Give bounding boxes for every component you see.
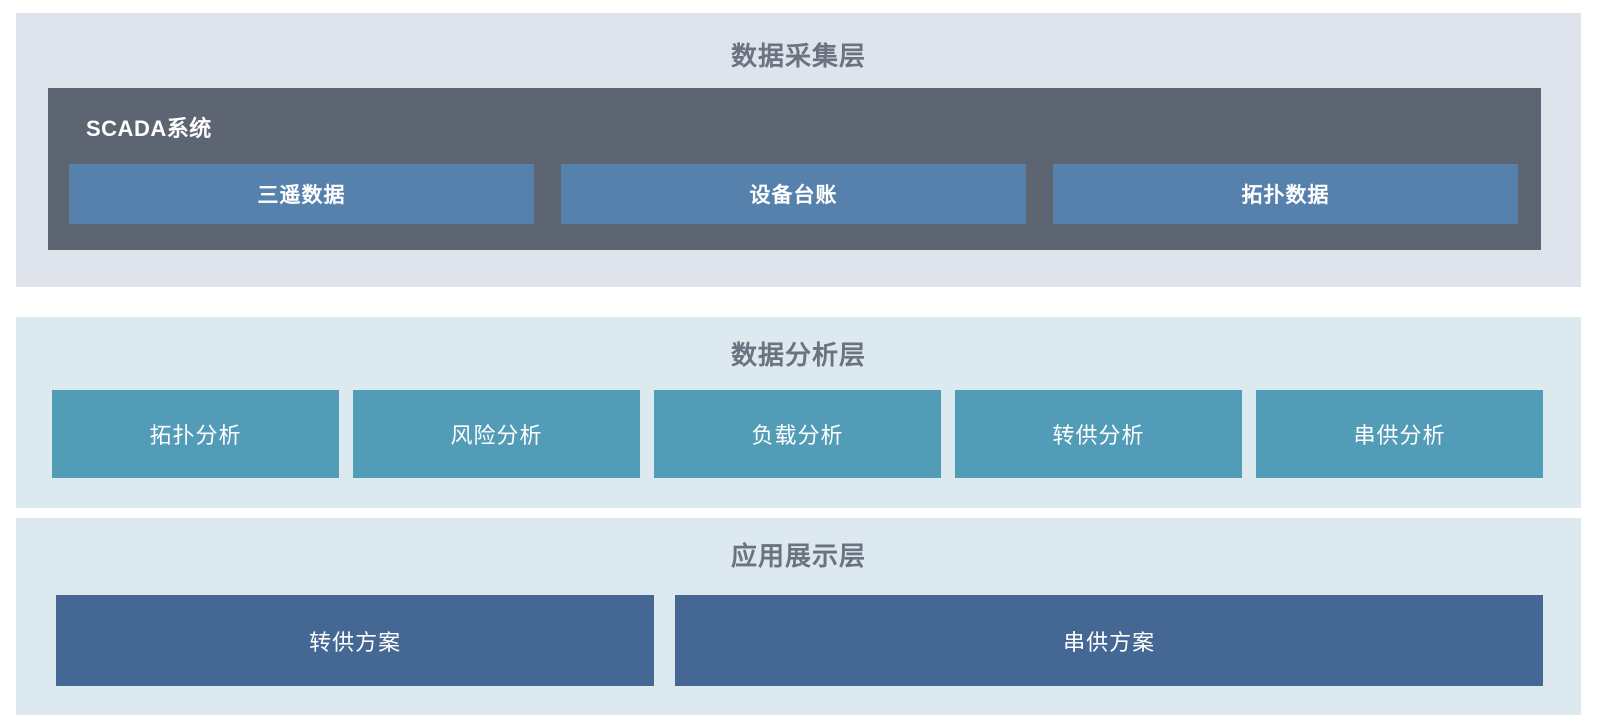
- application-item-list: 转供方案 串供方案: [56, 595, 1543, 686]
- scada-item-list: 三遥数据 设备台账 拓扑数据: [69, 164, 1518, 224]
- layer-title-data-analysis: 数据分析层: [730, 340, 866, 370]
- layer-panel-data-analysis: 数据分析层 拓扑分析 风险分析 负载分析 转供分析 串供分析: [16, 317, 1581, 508]
- scada-item-topology-data[interactable]: 拓扑数据: [1053, 164, 1518, 224]
- analysis-item-list: 拓扑分析 风险分析 负载分析 转供分析 串供分析: [52, 390, 1543, 478]
- layer-panel-application-presentation: 应用展示层 转供方案 串供方案: [16, 518, 1581, 715]
- layer-title-data-acquisition: 数据采集层: [730, 41, 866, 71]
- analysis-item-risk[interactable]: 风险分析: [353, 390, 640, 478]
- analysis-item-load[interactable]: 负载分析: [654, 390, 941, 478]
- application-item-transfer-supply-plan[interactable]: 转供方案: [56, 595, 655, 686]
- scada-system-group: SCADA系统 三遥数据 设备台账 拓扑数据: [48, 88, 1541, 250]
- analysis-item-series-supply[interactable]: 串供分析: [1256, 390, 1543, 478]
- application-item-series-supply-plan[interactable]: 串供方案: [675, 595, 1543, 686]
- scada-system-label: SCADA系统: [86, 116, 212, 141]
- scada-item-equipment-ledger[interactable]: 设备台账: [561, 164, 1026, 224]
- analysis-item-transfer-supply[interactable]: 转供分析: [955, 390, 1242, 478]
- scada-item-sanyao-data[interactable]: 三遥数据: [69, 164, 534, 224]
- layer-panel-data-acquisition: 数据采集层 SCADA系统 三遥数据 设备台账 拓扑数据: [16, 13, 1581, 287]
- analysis-item-topology[interactable]: 拓扑分析: [52, 390, 339, 478]
- layer-title-application-presentation: 应用展示层: [730, 541, 866, 571]
